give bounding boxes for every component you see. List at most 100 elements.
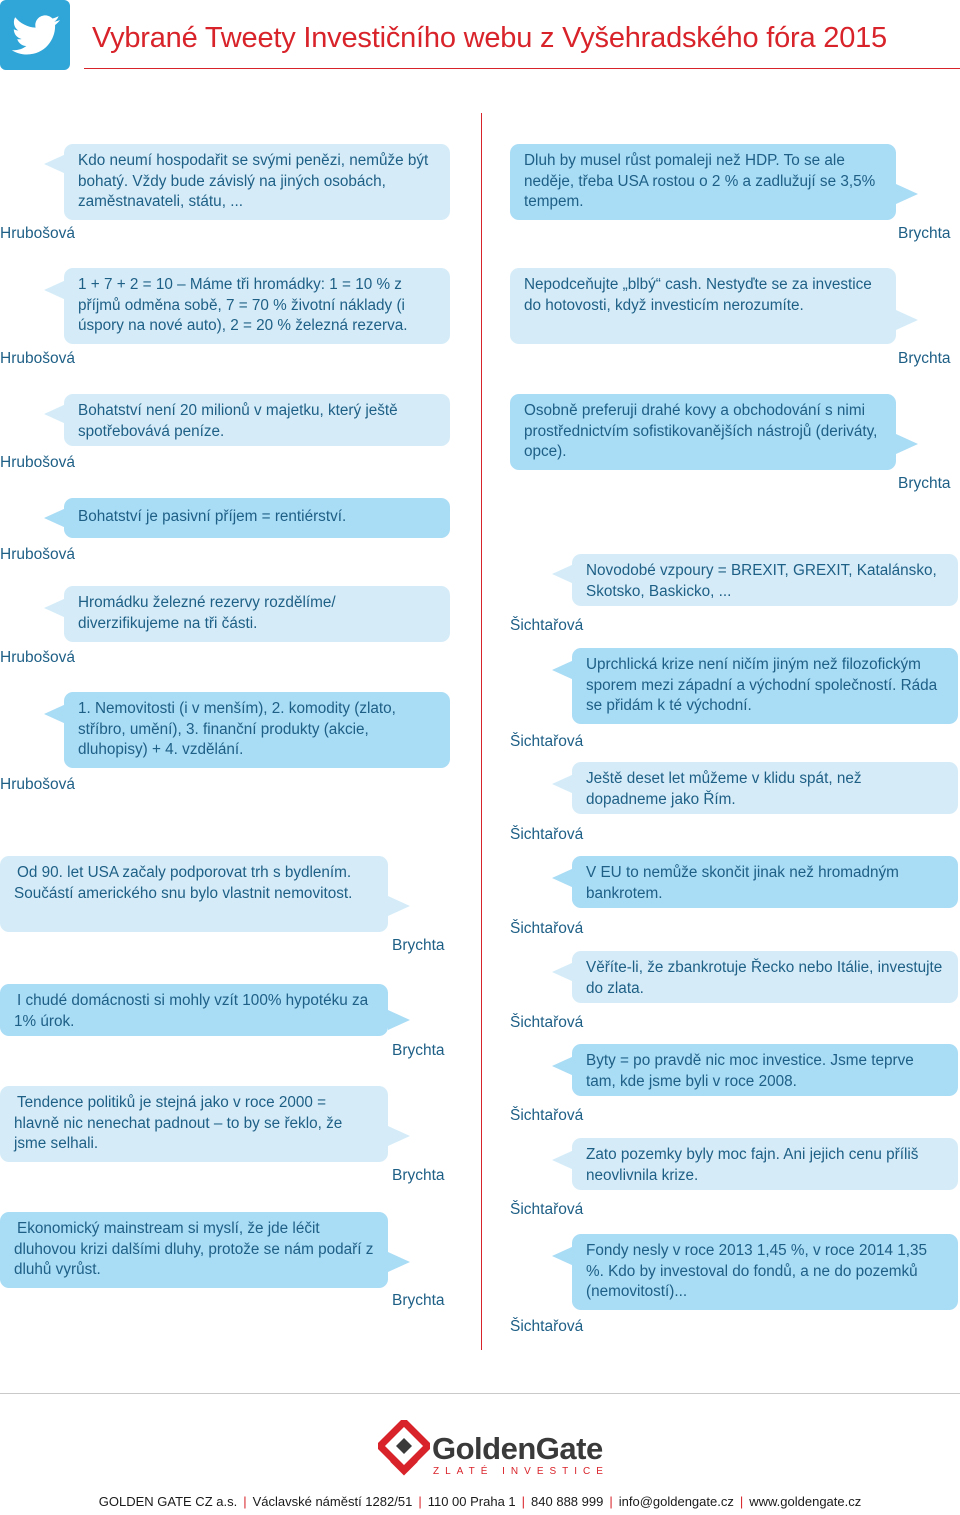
tweet-author: Brychta: [392, 937, 445, 954]
bubble-tail: [552, 962, 574, 982]
tweet-text: Ekonomický mainstream si myslí, že jde l…: [14, 1220, 374, 1278]
tweet-text: 1 + 7 + 2 = 10 – Máme tři hromádky: 1 = …: [78, 276, 408, 334]
bubble-tail: [388, 1010, 410, 1030]
tweet-bubble: I chudé domácnosti si mohly vzít 100% hy…: [0, 984, 388, 1036]
footer-city: 110 00 Praha 1: [427, 1494, 516, 1509]
bubble-tail: [552, 564, 574, 584]
tweet-bubble: V EU to nemůže skončit jinak než hromadn…: [572, 856, 958, 908]
tweet-author: Brychta: [392, 1042, 445, 1059]
bubble-tail: [388, 1252, 410, 1272]
tweet-author: Šichtařová: [510, 1318, 584, 1335]
tweet-author: Brychta: [898, 225, 951, 242]
tweet-bubble: Dluh by musel růst pomaleji než HDP. To …: [510, 144, 896, 220]
tweet-text: Fondy nesly v roce 2013 1,45 %, v roce 2…: [586, 1242, 927, 1300]
tweet-text: Ještě deset let můžeme v klidu spát, než…: [586, 770, 862, 808]
tweet-author: Brychta: [898, 475, 951, 492]
tweet-bubble: Byty = po pravdě nic moc investice. Jsme…: [572, 1044, 958, 1096]
bubble-tail: [388, 896, 410, 916]
tweet-text: Byty = po pravdě nic moc investice. Jsme…: [586, 1052, 914, 1090]
tweet-bubble: Bohatství není 20 milionů v majetku, kte…: [64, 394, 450, 446]
bubble-tail: [388, 1126, 410, 1146]
title-divider: [84, 68, 960, 69]
tweet-text: Od 90. let USA začaly podporovat trh s b…: [14, 864, 353, 902]
tweet-bubble: Bohatství je pasivní příjem = rentiérstv…: [64, 498, 450, 538]
tweet-text: Tendence politiků je stejná jako v roce …: [14, 1094, 343, 1152]
goldengate-logo-icon: [375, 1417, 433, 1482]
tweet-text: Kdo neumí hospodařit se svými penězi, ne…: [78, 152, 429, 210]
tweet-bubble: Novodobé vzpoury = BREXIT, GREXIT, Katal…: [572, 554, 958, 606]
page-title: Vybrané Tweety Investičního webu z Vyšeh…: [92, 22, 887, 54]
brand-tagline: ZLATÉ INVESTICE: [433, 1466, 609, 1477]
tweet-author: Hrubošová: [0, 776, 75, 793]
tweet-text: Bohatství není 20 milionů v majetku, kte…: [78, 402, 398, 440]
bubble-tail: [552, 868, 574, 888]
bubble-tail: [44, 508, 66, 528]
bubble-tail: [552, 1056, 574, 1076]
tweet-text: I chudé domácnosti si mohly vzít 100% hy…: [14, 992, 369, 1030]
tweet-bubble: Ještě deset let můžeme v klidu spát, než…: [572, 762, 958, 814]
tweet-bubble: Od 90. let USA začaly podporovat trh s b…: [0, 856, 388, 932]
tweet-author: Šichtařová: [510, 1014, 584, 1031]
bubble-tail: [552, 1150, 574, 1170]
tweet-text: 1. Nemovitosti (i v menším), 2. komodity…: [78, 700, 396, 758]
tweet-bubble: Tendence politiků je stejná jako v roce …: [0, 1086, 388, 1162]
footer-phone[interactable]: 840 888 999: [531, 1494, 604, 1509]
footer-company: GOLDEN GATE CZ a.s.: [98, 1494, 238, 1509]
tweet-author: Šichtařová: [510, 1201, 584, 1218]
tweet-author: Hrubošová: [0, 649, 75, 666]
tweet-author: Hrubošová: [0, 225, 75, 242]
tweet-text: Dluh by musel růst pomaleji než HDP. To …: [524, 152, 876, 210]
tweet-author: Šichtařová: [510, 920, 584, 937]
tweet-author: Brychta: [898, 350, 951, 367]
tweet-text: Zato pozemky byly moc fajn. Ani jejich c…: [586, 1146, 919, 1184]
column-divider: [481, 113, 482, 1350]
tweet-text: Hromádku železné rezervy rozdělíme/ dive…: [78, 594, 336, 632]
footer-website-link[interactable]: www.goldengate.cz: [749, 1494, 862, 1509]
tweet-author: Brychta: [392, 1167, 445, 1184]
tweet-bubble: Uprchlická krize není ničím jiným než fi…: [572, 648, 958, 724]
tweet-author: Šichtařová: [510, 733, 584, 750]
bubble-tail: [44, 704, 66, 724]
bubble-tail: [896, 310, 918, 330]
tweet-bubble: Kdo neumí hospodařit se svými penězi, ne…: [64, 144, 450, 220]
tweet-author: Šichtařová: [510, 826, 584, 843]
tweet-text: Novodobé vzpoury = BREXIT, GREXIT, Katal…: [586, 562, 937, 600]
tweet-text: V EU to nemůže skončit jinak než hromadn…: [586, 864, 899, 902]
tweet-bubble: 1. Nemovitosti (i v menším), 2. komodity…: [64, 692, 450, 768]
tweet-text: Nepodceňujte „blbý“ cash. Nestyďte se za…: [524, 276, 872, 314]
brand-name: GoldenGate: [432, 1431, 603, 1466]
twitter-logo: [0, 0, 70, 70]
tweet-text: Věříte-li, že zbankrotuje Řecko nebo Itá…: [586, 959, 943, 997]
footer-divider: [0, 1393, 960, 1394]
bubble-tail: [44, 154, 66, 174]
tweet-bubble: Ekonomický mainstream si myslí, že jde l…: [0, 1212, 388, 1288]
tweet-bubble: Nepodceňujte „blbý“ cash. Nestyďte se za…: [510, 268, 896, 344]
tweet-bubble: Zato pozemky byly moc fajn. Ani jejich c…: [572, 1138, 958, 1190]
tweet-text: Uprchlická krize není ničím jiným než fi…: [586, 656, 938, 714]
twitter-bird-icon: [11, 15, 60, 55]
footer-address: Václavské náměstí 1282/51: [252, 1494, 413, 1509]
bubble-tail: [552, 774, 574, 794]
tweet-author: Hrubošová: [0, 546, 75, 563]
bubble-tail: [44, 598, 66, 618]
tweet-author: Brychta: [392, 1292, 445, 1309]
tweet-bubble: Hromádku železné rezervy rozdělíme/ dive…: [64, 586, 450, 642]
tweet-author: Hrubošová: [0, 350, 75, 367]
footer-email-link[interactable]: info@goldengate.cz: [618, 1494, 734, 1509]
tweet-bubble: 1 + 7 + 2 = 10 – Máme tři hromádky: 1 = …: [64, 268, 450, 344]
tweet-author: Šichtařová: [510, 617, 584, 634]
tweet-author: Hrubošová: [0, 454, 75, 471]
tweet-text: Bohatství je pasivní příjem = rentiérstv…: [78, 508, 347, 525]
tweet-author: Šichtařová: [510, 1107, 584, 1124]
bubble-tail: [552, 1246, 574, 1266]
tweet-bubble: Věříte-li, že zbankrotuje Řecko nebo Itá…: [572, 951, 958, 1003]
tweet-bubble: Osobně preferuji drahé kovy a obchodován…: [510, 394, 896, 470]
bubble-tail: [896, 434, 918, 454]
bubble-tail: [44, 404, 66, 424]
bubble-tail: [552, 660, 574, 680]
footer-contact: GOLDEN GATE CZ a.s.|Václavské náměstí 12…: [98, 1494, 862, 1509]
bubble-tail: [896, 184, 918, 204]
tweet-text: Osobně preferuji drahé kovy a obchodován…: [524, 402, 878, 460]
tweet-bubble: Fondy nesly v roce 2013 1,45 %, v roce 2…: [572, 1234, 958, 1310]
bubble-tail: [44, 280, 66, 300]
